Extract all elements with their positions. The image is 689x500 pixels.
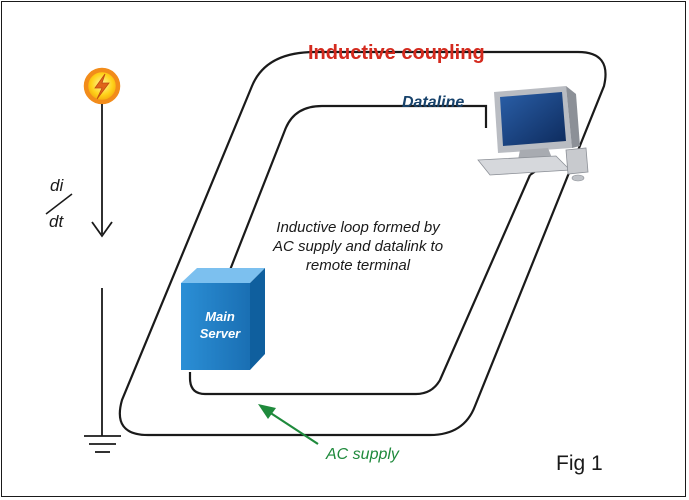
computer-icon [477,86,589,182]
rate-denominator: dt [49,212,64,231]
outer-loop [118,50,607,437]
server-icon [181,268,265,370]
dataline-label: Dataline [402,94,465,111]
loop-description: Inductive loop formed by AC supply and d… [272,219,444,274]
inner-loop [188,104,532,396]
server-label: Main Server [199,309,241,341]
diagram-title: Inductive coupling [308,42,485,64]
lightning-icon [83,67,121,105]
ac-supply-label: AC supply [326,446,399,463]
ground-icon [84,288,121,453]
ac-supply-arrow [258,404,319,445]
fraction-slash [45,193,73,215]
down-arrow-icon [91,104,113,238]
figure-label: Fig 1 [556,452,603,475]
rate-numerator: di [50,176,64,195]
